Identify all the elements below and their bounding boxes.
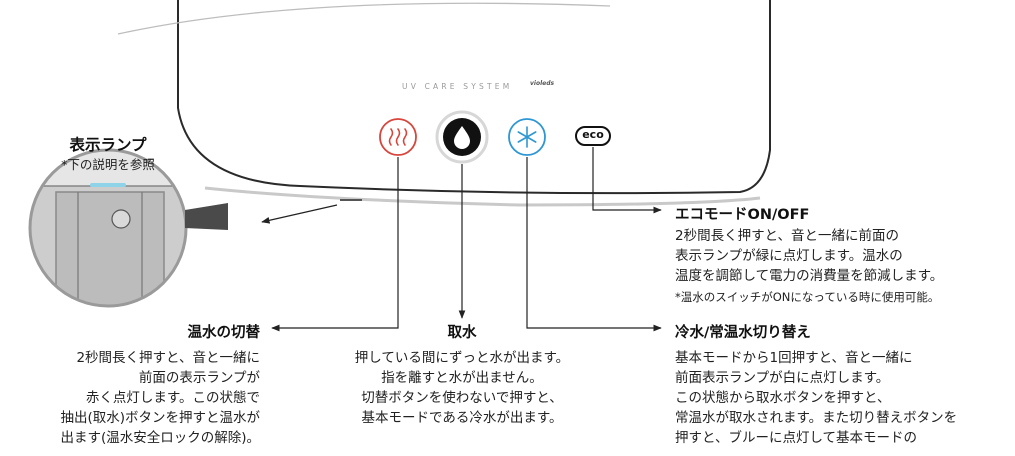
hot-water-leader <box>271 157 399 332</box>
hot-heading: 温水の切替 <box>187 325 261 341</box>
dispense-heading: 取水 <box>447 325 477 341</box>
hot-line: 抽出(取水)ボタンを押すと温水が <box>60 410 260 426</box>
dispense-button[interactable] <box>435 110 489 164</box>
hot-water-button[interactable] <box>379 118 417 156</box>
brand-text: UV CARE SYSTEM <box>402 82 513 91</box>
snowflake-icon <box>517 126 537 148</box>
eco-heading: エコモードON/OFF <box>675 207 810 223</box>
eco-button[interactable] <box>575 126 611 146</box>
dispense-line: 切替ボタンを使わないで押すと、 <box>361 390 563 406</box>
brand-sub-text: violeds <box>530 80 555 87</box>
lamp-note: *下の説明を参照 <box>61 157 155 172</box>
dispense-line: 押している間にずっと水が出ます。 <box>354 350 570 366</box>
dispense-line: 指を離すと水が出ません。 <box>381 370 543 386</box>
device-bottom-shadow <box>204 186 761 207</box>
hot-line: 前面の表示ランプが <box>138 370 260 386</box>
lamp-zoom-circle <box>28 148 228 308</box>
lamp-pointer <box>261 204 338 224</box>
lamp-title: 表示ランプ <box>69 136 147 154</box>
lamp-knob <box>111 209 131 229</box>
dispense-line: 基本モードである冷水が出ます。 <box>361 410 563 426</box>
cold-line: 常温水が取水されます。また切り替えボタンを <box>675 410 958 426</box>
eco-note: *温水のスイッチがONになっている時に使用可能。 <box>675 290 940 304</box>
heat-wave-icon <box>388 128 408 146</box>
eco-line: 表示ランプが緑に点灯します。温水の <box>675 248 903 264</box>
cold-line: 押すと、ブルーに点灯して基本モードの <box>675 430 918 446</box>
cold-water-button[interactable] <box>508 118 546 156</box>
hot-line: 2秒間長く押すと、音と一緒に <box>76 350 260 366</box>
cold-line: 基本モードから1回押すと、音と一緒に <box>675 350 913 366</box>
cold-heading: 冷水/常温水切り替え <box>675 325 811 341</box>
cold-line: 前面表示ランプが白に点灯します。 <box>675 370 890 386</box>
eco-icon: eco <box>582 128 604 141</box>
device-body-outline <box>177 0 771 195</box>
eco-line: 温度を調節して電力の消費量を節減します。 <box>675 268 944 284</box>
cold-line: この状態から取水ボタンを押すと、 <box>675 390 891 406</box>
eco-leader <box>592 147 662 214</box>
hot-line: 出ます(温水安全ロックの解除)。 <box>60 430 260 446</box>
eco-line: 2秒間長く押すと、音と一緒に前面の <box>675 228 900 244</box>
water-drop-icon <box>454 126 470 149</box>
cold-water-leader <box>526 157 662 332</box>
lamp-light-bar <box>90 183 126 187</box>
device-top-curve <box>117 2 611 35</box>
hot-line: 赤く点灯します。この状態で <box>85 390 260 406</box>
